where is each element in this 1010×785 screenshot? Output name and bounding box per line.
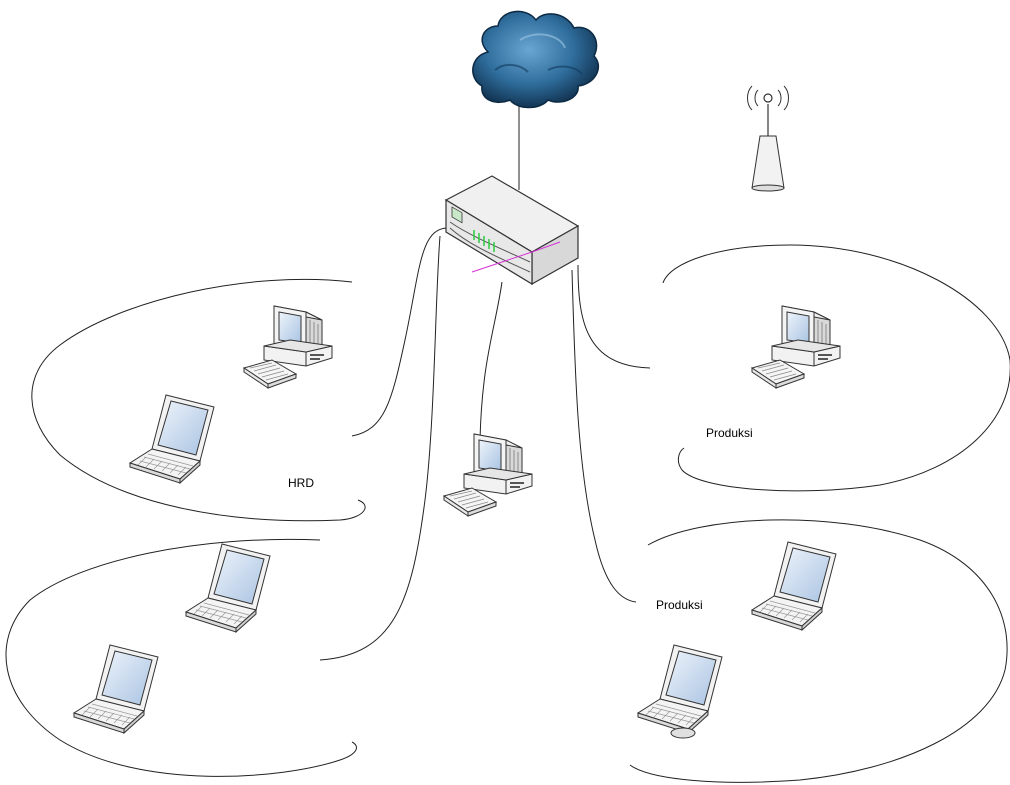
wireless-access-point-icon (747, 85, 789, 192)
laptop-stand-icon (670, 727, 696, 739)
laptop-icon (185, 543, 271, 633)
zone-label-produksi-bottom: Produksi (656, 598, 703, 612)
zone-label-hrd: HRD (288, 476, 314, 490)
zone-produksi-bottom-outline (629, 519, 1008, 783)
router-switch-icon (444, 175, 580, 286)
zone-bottom-left-outline (5, 538, 357, 777)
zone-label-produksi-right: Produksi (706, 426, 753, 440)
desktop-computer-icon (751, 305, 841, 389)
laptop-icon (129, 394, 215, 484)
zone-hrd-outline (31, 278, 366, 522)
laptop-icon (751, 541, 837, 631)
network-cables (319, 105, 651, 661)
router-to-produksi-right-cable (577, 264, 651, 369)
laptop-icon (637, 644, 723, 734)
zone-produksi-right-outline (662, 244, 1010, 492)
router-to-produksi-bottom-cable (571, 269, 637, 603)
router-to-hrd-cable (351, 227, 449, 437)
desktop-computer-icon (243, 305, 333, 389)
router-to-bottom-left-cable (319, 235, 441, 661)
internet-cloud-icon (472, 10, 599, 109)
laptop-icon (73, 644, 159, 734)
desktop-computer-icon (443, 433, 533, 517)
router-to-center-desktop-cable (479, 281, 503, 441)
